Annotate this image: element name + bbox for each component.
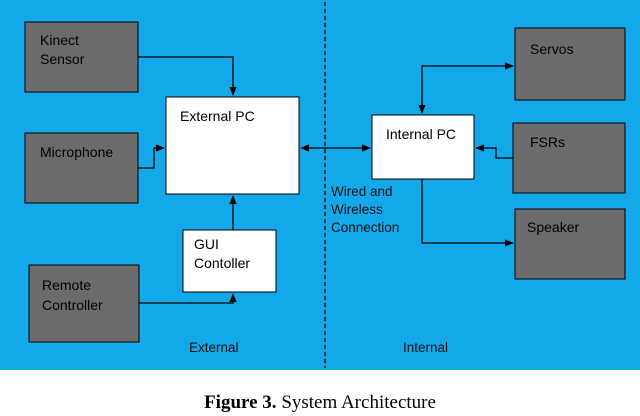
speaker-label: Speaker (527, 219, 579, 235)
internal-pc-servos-connection (418, 62, 514, 114)
gui-label-line-1: GUI (194, 236, 219, 252)
connection-label-line-1: Wired and (331, 184, 393, 199)
kinect-sensor-box (24, 21, 139, 93)
internal-pc-box (371, 114, 475, 180)
servos-box (514, 27, 626, 101)
speaker-box (514, 208, 626, 280)
external-pc-label-line-1: External PC (180, 108, 255, 124)
connection-label-line-2: Wireless (331, 202, 383, 217)
connection-label: Wired and Wireless Connection (331, 184, 399, 235)
gui-controller-label: GUI Contoller (194, 236, 250, 271)
fsrs-box (512, 122, 626, 194)
fsrs-label-line-1: FSRs (530, 134, 565, 150)
external-region-label: External (189, 340, 239, 355)
external-pc-box (165, 96, 300, 195)
fsrs-label: FSRs (530, 134, 565, 150)
figure-title: System Architecture (276, 392, 436, 413)
remote-label-line-1: Remote (42, 277, 91, 293)
remote-to-gui-arrow (139, 293, 237, 304)
figure-number: Figure 3. (204, 392, 277, 413)
internal-pc-to-speaker-arrow (421, 179, 514, 247)
kinect-label-line-2: Sensor (40, 51, 85, 67)
internal-pc-label-line-1: Internal PC (386, 126, 456, 142)
servos-label-line-1: Servos (530, 41, 574, 57)
microphone-box (24, 132, 139, 204)
external-pc-label: External PC (180, 108, 255, 124)
internal-pc-label: Internal PC (386, 126, 456, 142)
kinect-label-line-1: Kinect (40, 32, 79, 48)
microphone-label: Microphone (40, 144, 113, 160)
fsrs-to-internal-pc-arrow (475, 144, 513, 159)
internal-region-label: Internal (403, 340, 448, 355)
kinect-to-external-pc-arrow (138, 56, 237, 96)
remote-label-line-2: Controller (42, 297, 103, 313)
speaker-label-line-1: Speaker (527, 219, 579, 235)
microphone-label-line-1: Microphone (40, 144, 113, 160)
servos-label: Servos (530, 41, 574, 57)
remote-controller-box (28, 264, 140, 343)
figure-caption: Figure 3. System Architecture (0, 392, 640, 414)
kinect-sensor-label: Kinect Sensor (40, 32, 85, 67)
gui-controller-box (182, 229, 277, 293)
gui-label-line-2: Contoller (194, 255, 250, 271)
microphone-to-external-pc-arrow (138, 144, 165, 169)
connection-label-line-3: Connection (331, 220, 399, 235)
remote-controller-label: Remote Controller (42, 277, 103, 313)
